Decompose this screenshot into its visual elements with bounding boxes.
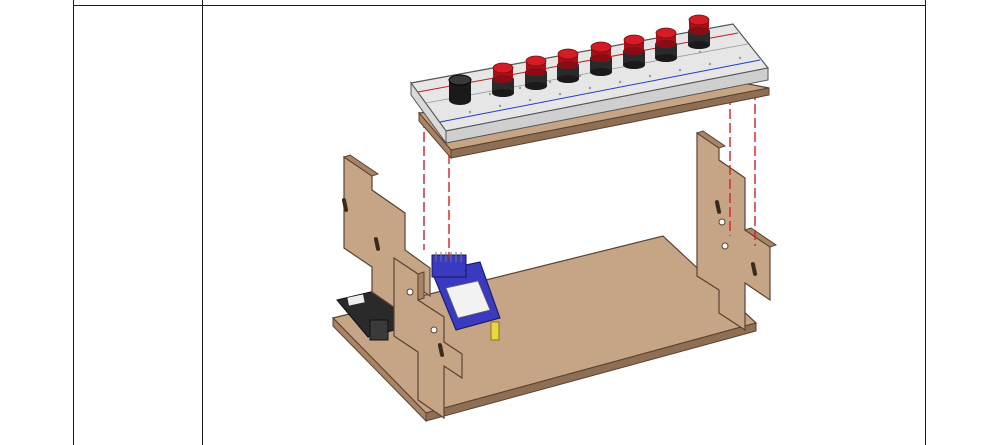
push-button [623,34,645,69]
push-button [590,41,612,76]
push-button [655,27,677,62]
push-button [525,55,547,90]
breadboard [409,23,770,145]
table-column-divider [202,0,203,445]
table-left-border [73,0,74,445]
push-button [688,14,710,49]
buzzer-component [448,74,472,105]
left-front-panel [393,256,463,420]
table-top-border [73,5,926,6]
top-shelf-plate [417,81,770,160]
blue-shield-module [431,252,501,341]
push-button [492,62,514,97]
push-buttons [492,14,710,97]
table-right-border [925,0,926,445]
push-button [557,48,579,83]
right-side-panel [695,130,778,332]
